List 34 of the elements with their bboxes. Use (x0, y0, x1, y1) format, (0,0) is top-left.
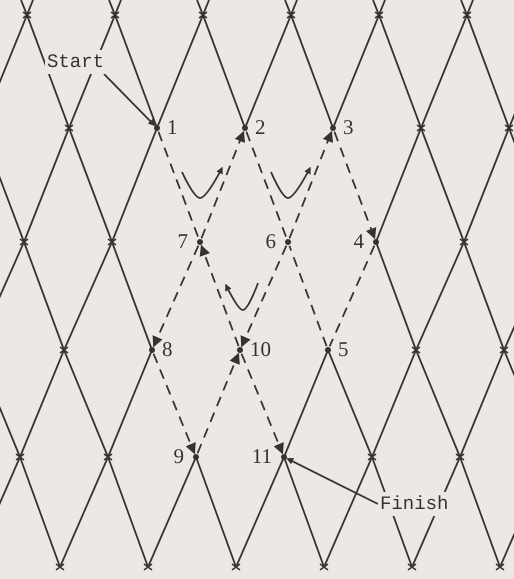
point-number: 5 (338, 338, 348, 360)
dashed-arrow (200, 130, 245, 239)
path-point (281, 454, 287, 460)
path-point (149, 347, 155, 353)
dashed-arrow (196, 352, 240, 454)
leader-arrow (286, 458, 378, 505)
dashed-arrow (288, 130, 333, 239)
path-point (373, 239, 379, 245)
path-point (325, 347, 331, 353)
dashed-arrow (334, 131, 376, 240)
point-number: 10 (250, 338, 271, 360)
dashed-arrow (240, 245, 288, 348)
path-point (154, 125, 160, 131)
point-number: 3 (343, 116, 354, 138)
path-point (242, 125, 248, 131)
point-number: 6 (266, 230, 276, 252)
dashed-arrow (200, 244, 240, 347)
point-number: 1 (167, 116, 178, 138)
point-number: 2 (255, 116, 266, 138)
dashed-arrow (152, 245, 200, 348)
path-point (285, 239, 291, 245)
dashed-arrow (152, 353, 196, 454)
point-number: 9 (174, 445, 184, 467)
path-point (330, 125, 336, 131)
path-point (193, 454, 199, 460)
point-number: 8 (162, 338, 172, 360)
point-number: 4 (354, 230, 364, 252)
point-number: 11 (252, 445, 272, 467)
callout-label: Start (45, 50, 106, 74)
path-point (197, 239, 203, 245)
point-number: 7 (178, 230, 188, 252)
path-point (237, 347, 243, 353)
dashed-arrow (240, 353, 284, 454)
leader-arrow (103, 73, 156, 126)
